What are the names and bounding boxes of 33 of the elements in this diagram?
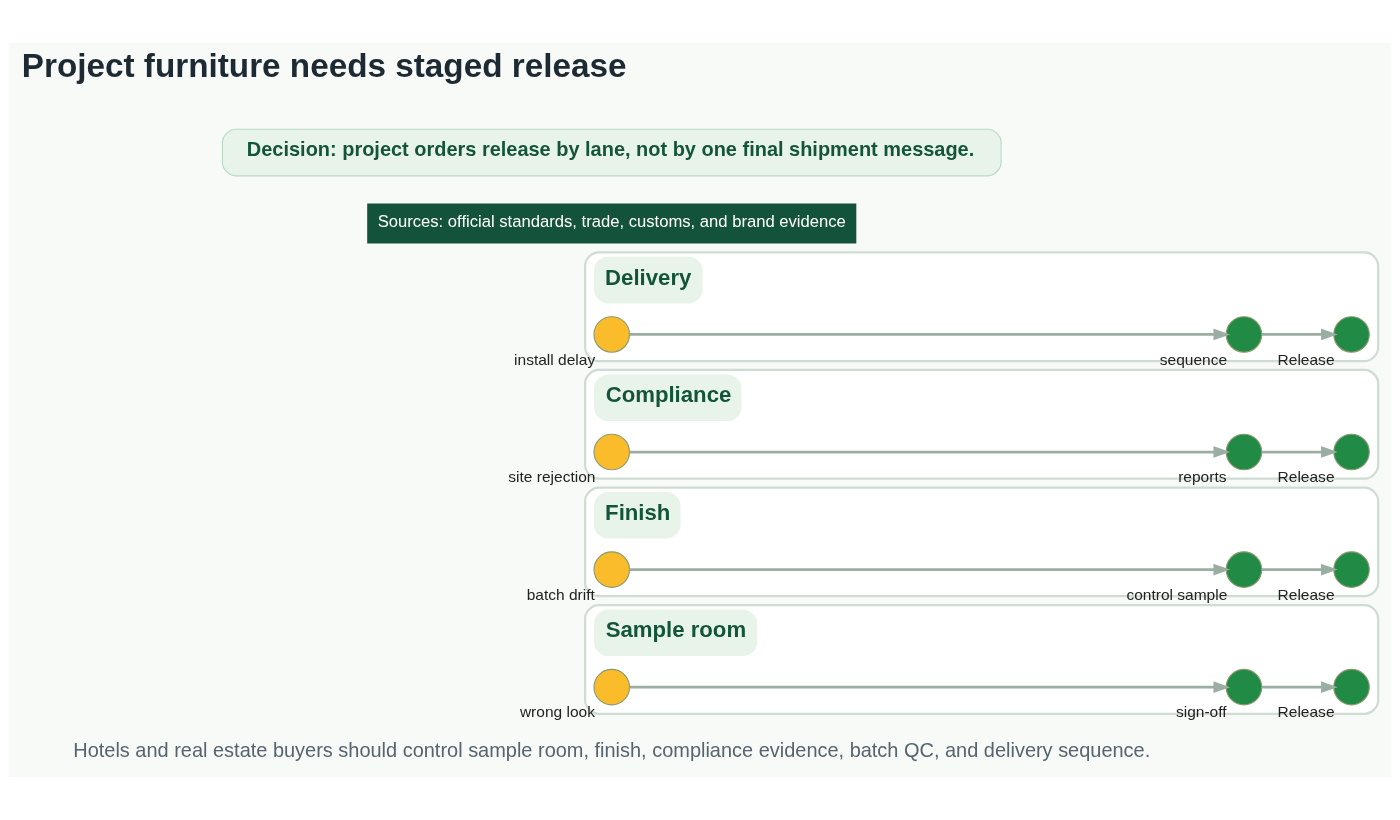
arrow xyxy=(1262,328,1338,341)
node-circle xyxy=(593,316,631,353)
arrow xyxy=(629,328,1231,341)
node-circle xyxy=(1225,551,1263,588)
arrow xyxy=(629,446,1231,458)
node-circle xyxy=(1333,316,1370,353)
node-label: Release xyxy=(1277,585,1335,603)
arrow xyxy=(629,681,1231,693)
node-circle xyxy=(593,668,631,706)
node-box: Decision: project orders release by lane, not by one final shipment message. xyxy=(221,128,1002,177)
diagram-title: Project furniture needs staged release xyxy=(21,47,627,85)
node-circle xyxy=(1225,668,1263,706)
node-label: sign-off xyxy=(1175,703,1227,721)
node-circle xyxy=(1333,668,1370,706)
arrow xyxy=(629,563,1231,576)
node-circle xyxy=(1225,316,1263,353)
label: Hotels and real estate buyers should control sample room, finish, compliance evidence, batch QC, and delivery sequence. xyxy=(73,739,1151,762)
node-circle xyxy=(1333,551,1370,588)
node-label: batch drift xyxy=(526,585,595,603)
node-label: Release xyxy=(1277,703,1335,721)
node-circle xyxy=(593,433,631,471)
node-label: reports xyxy=(1178,468,1227,486)
arrow xyxy=(1262,446,1338,458)
node-circle xyxy=(593,551,631,588)
node-label: wrong look xyxy=(519,703,595,721)
node-label: control sample xyxy=(1126,585,1228,603)
label: Sources: official standards, trade, customs, and brand evidence xyxy=(377,212,846,232)
arrow xyxy=(1262,563,1338,576)
node-label: Release xyxy=(1277,468,1335,486)
node-circle xyxy=(1333,433,1370,471)
node-circle xyxy=(1225,433,1263,471)
node-label: site rejection xyxy=(508,468,596,486)
arrow xyxy=(1262,681,1338,693)
